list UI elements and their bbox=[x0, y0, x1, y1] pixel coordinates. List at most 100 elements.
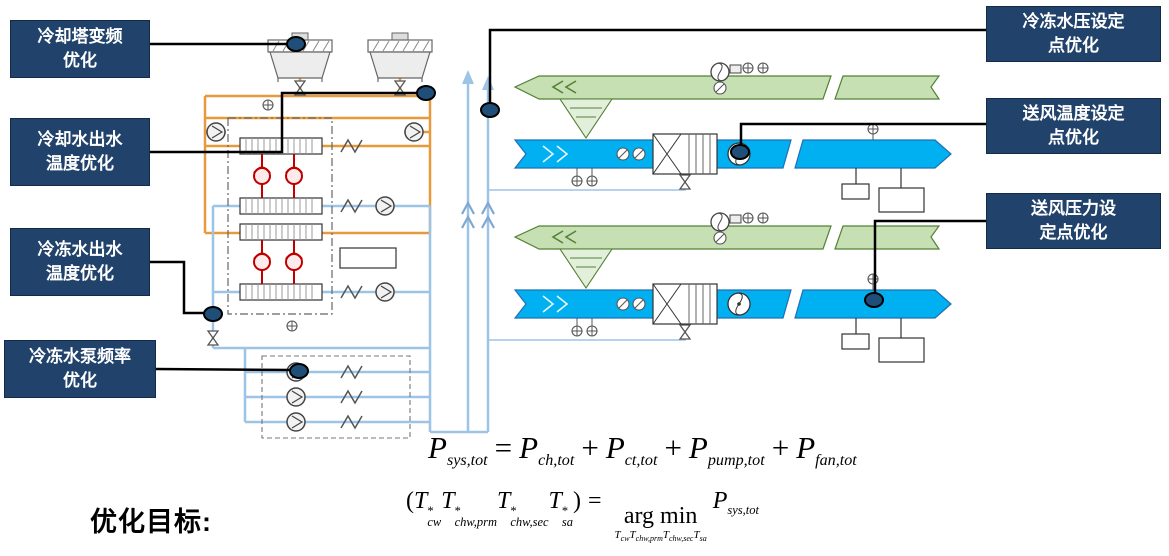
connector-pump-frequency bbox=[154, 367, 292, 372]
connector-cooling-water-temp bbox=[150, 91, 418, 154]
formula-term: P bbox=[428, 430, 447, 465]
formula-paren: ) bbox=[572, 488, 581, 514]
formula-sub: pump,tot bbox=[707, 452, 765, 470]
formula-operator: = bbox=[587, 488, 602, 514]
connector-supply-air-temp bbox=[739, 122, 986, 146]
flex-connector bbox=[340, 285, 363, 299]
riser-arrow-2 bbox=[482, 76, 494, 90]
flex-connector bbox=[340, 139, 363, 153]
secondary-pump-3 bbox=[286, 412, 306, 432]
formula-paren: ( bbox=[406, 488, 414, 514]
chiller2-evaporator bbox=[239, 283, 323, 301]
primary-pump-2 bbox=[375, 282, 395, 302]
pump-group-boundary bbox=[261, 355, 411, 439]
marker-cooling-water-temp bbox=[416, 85, 436, 101]
marker-cooling-tower-vfd bbox=[286, 36, 306, 52]
primary-pump-1 bbox=[375, 196, 395, 216]
formula-term: P bbox=[688, 430, 708, 465]
argmin-subscript: TcwTchw,prmTchw,secTsa bbox=[615, 530, 707, 543]
coil-valve-1 bbox=[679, 174, 691, 190]
formula-sub: sa bbox=[699, 534, 707, 544]
objective-heading: 优化目标: bbox=[90, 507, 212, 537]
formula-sub: chw,sec bbox=[510, 515, 549, 530]
sensor-icon bbox=[286, 320, 298, 332]
chiller1-compressor-b bbox=[285, 166, 303, 185]
marker-pump-frequency bbox=[289, 363, 309, 379]
marker-supply-air-temp bbox=[730, 144, 750, 160]
formula-supsub: *sa bbox=[561, 505, 573, 530]
riser-arrow-1 bbox=[462, 70, 474, 84]
formula-term: T bbox=[662, 529, 669, 541]
formula-sub: fan,tot bbox=[815, 452, 857, 470]
formula-operator: + bbox=[581, 430, 599, 465]
formula-term: T bbox=[629, 529, 636, 541]
formula-operator: + bbox=[771, 430, 790, 465]
callout-chilled-water-outlet-temp: 冷冻水出水 温度优化 bbox=[10, 228, 150, 296]
argmin-operator: arg min bbox=[623, 503, 698, 529]
formula-sub: sys,tot bbox=[727, 502, 759, 517]
formula-term: T bbox=[548, 488, 562, 514]
formula-operator: + bbox=[664, 430, 682, 465]
callout-supply-air-temp-setpoint: 送风温度设定 点优化 bbox=[986, 98, 1161, 154]
formula-sub: ct,tot bbox=[624, 452, 658, 470]
connector-chw-pressure bbox=[488, 28, 986, 102]
formula-sup: * bbox=[454, 504, 461, 518]
flex-connector bbox=[340, 365, 363, 379]
chilled-water-risers bbox=[460, 70, 496, 432]
formula-sup: * bbox=[510, 504, 517, 518]
coil-valve-2 bbox=[679, 324, 691, 340]
connector-chilled-water-temp bbox=[150, 260, 205, 315]
compressor-connections bbox=[261, 154, 295, 284]
condenser-pump-1 bbox=[206, 122, 226, 142]
callout-supply-air-pressure-setpoint: 送风压力设 定点优化 bbox=[986, 193, 1161, 249]
flex-connector bbox=[340, 415, 363, 429]
chiller1-compressor-a bbox=[253, 166, 271, 185]
callout-chw-pressure-setpoint: 冷冻水压设定 点优化 bbox=[986, 6, 1161, 62]
sensor-icon bbox=[262, 99, 274, 111]
formula-term: T bbox=[614, 529, 621, 541]
bypass-valve bbox=[207, 330, 219, 346]
callout-connectors bbox=[150, 28, 986, 372]
chiller2-compressor-b bbox=[285, 252, 303, 271]
flex-connector bbox=[340, 390, 363, 404]
formula-sub: sa bbox=[561, 515, 573, 530]
formula-sub: ch,tot bbox=[538, 452, 575, 470]
formula-supsub: *chw,prm bbox=[454, 504, 497, 530]
chiller1-evaporator bbox=[239, 197, 323, 215]
formula-term: P bbox=[712, 488, 728, 514]
flex-connector bbox=[340, 199, 363, 213]
callout-cooling-water-outlet-temp: 冷却水出水 温度优化 bbox=[10, 118, 150, 186]
total-power-formula: Psys,tot=Pch,tot+Pct,tot+Ppump,tot+Pfan,… bbox=[428, 430, 857, 470]
formula-sub: cw bbox=[427, 515, 442, 530]
connector-supply-air-pressure bbox=[873, 219, 986, 293]
callout-cooling-tower-vfd: 冷却塔变频 优化 bbox=[10, 20, 150, 78]
chiller-plant-boundary bbox=[227, 117, 333, 315]
formula-sub: chw,sec bbox=[668, 534, 694, 544]
chiller2-compressor-a bbox=[253, 252, 271, 271]
formula-term: P bbox=[605, 430, 625, 465]
formula-term: T bbox=[496, 488, 511, 514]
optimization-markers bbox=[203, 36, 884, 379]
marker-chw-pressure bbox=[480, 102, 500, 118]
formula-sub: sys,tot bbox=[446, 452, 488, 470]
formula-sub: chw,prm bbox=[454, 515, 497, 530]
formula-supsub: *chw,sec bbox=[510, 504, 549, 530]
formula-term: T bbox=[693, 529, 700, 541]
formula-sub: cw bbox=[620, 534, 630, 544]
heat-exchanger bbox=[339, 247, 397, 269]
formula-sup: * bbox=[427, 504, 434, 518]
formula-supsub: *cw bbox=[427, 504, 442, 530]
callout-chilled-water-pump-freq: 冷冻水泵频率 优化 bbox=[4, 340, 156, 398]
formula-term: P bbox=[519, 430, 539, 465]
formula-term: T bbox=[441, 488, 455, 514]
formula-term: P bbox=[796, 430, 816, 465]
formula-term: T bbox=[414, 488, 428, 514]
secondary-pump-2 bbox=[286, 387, 306, 407]
cooling-tower-2 bbox=[367, 32, 433, 83]
marker-supply-air-pressure bbox=[864, 292, 884, 308]
formula-operator: = bbox=[494, 430, 513, 465]
